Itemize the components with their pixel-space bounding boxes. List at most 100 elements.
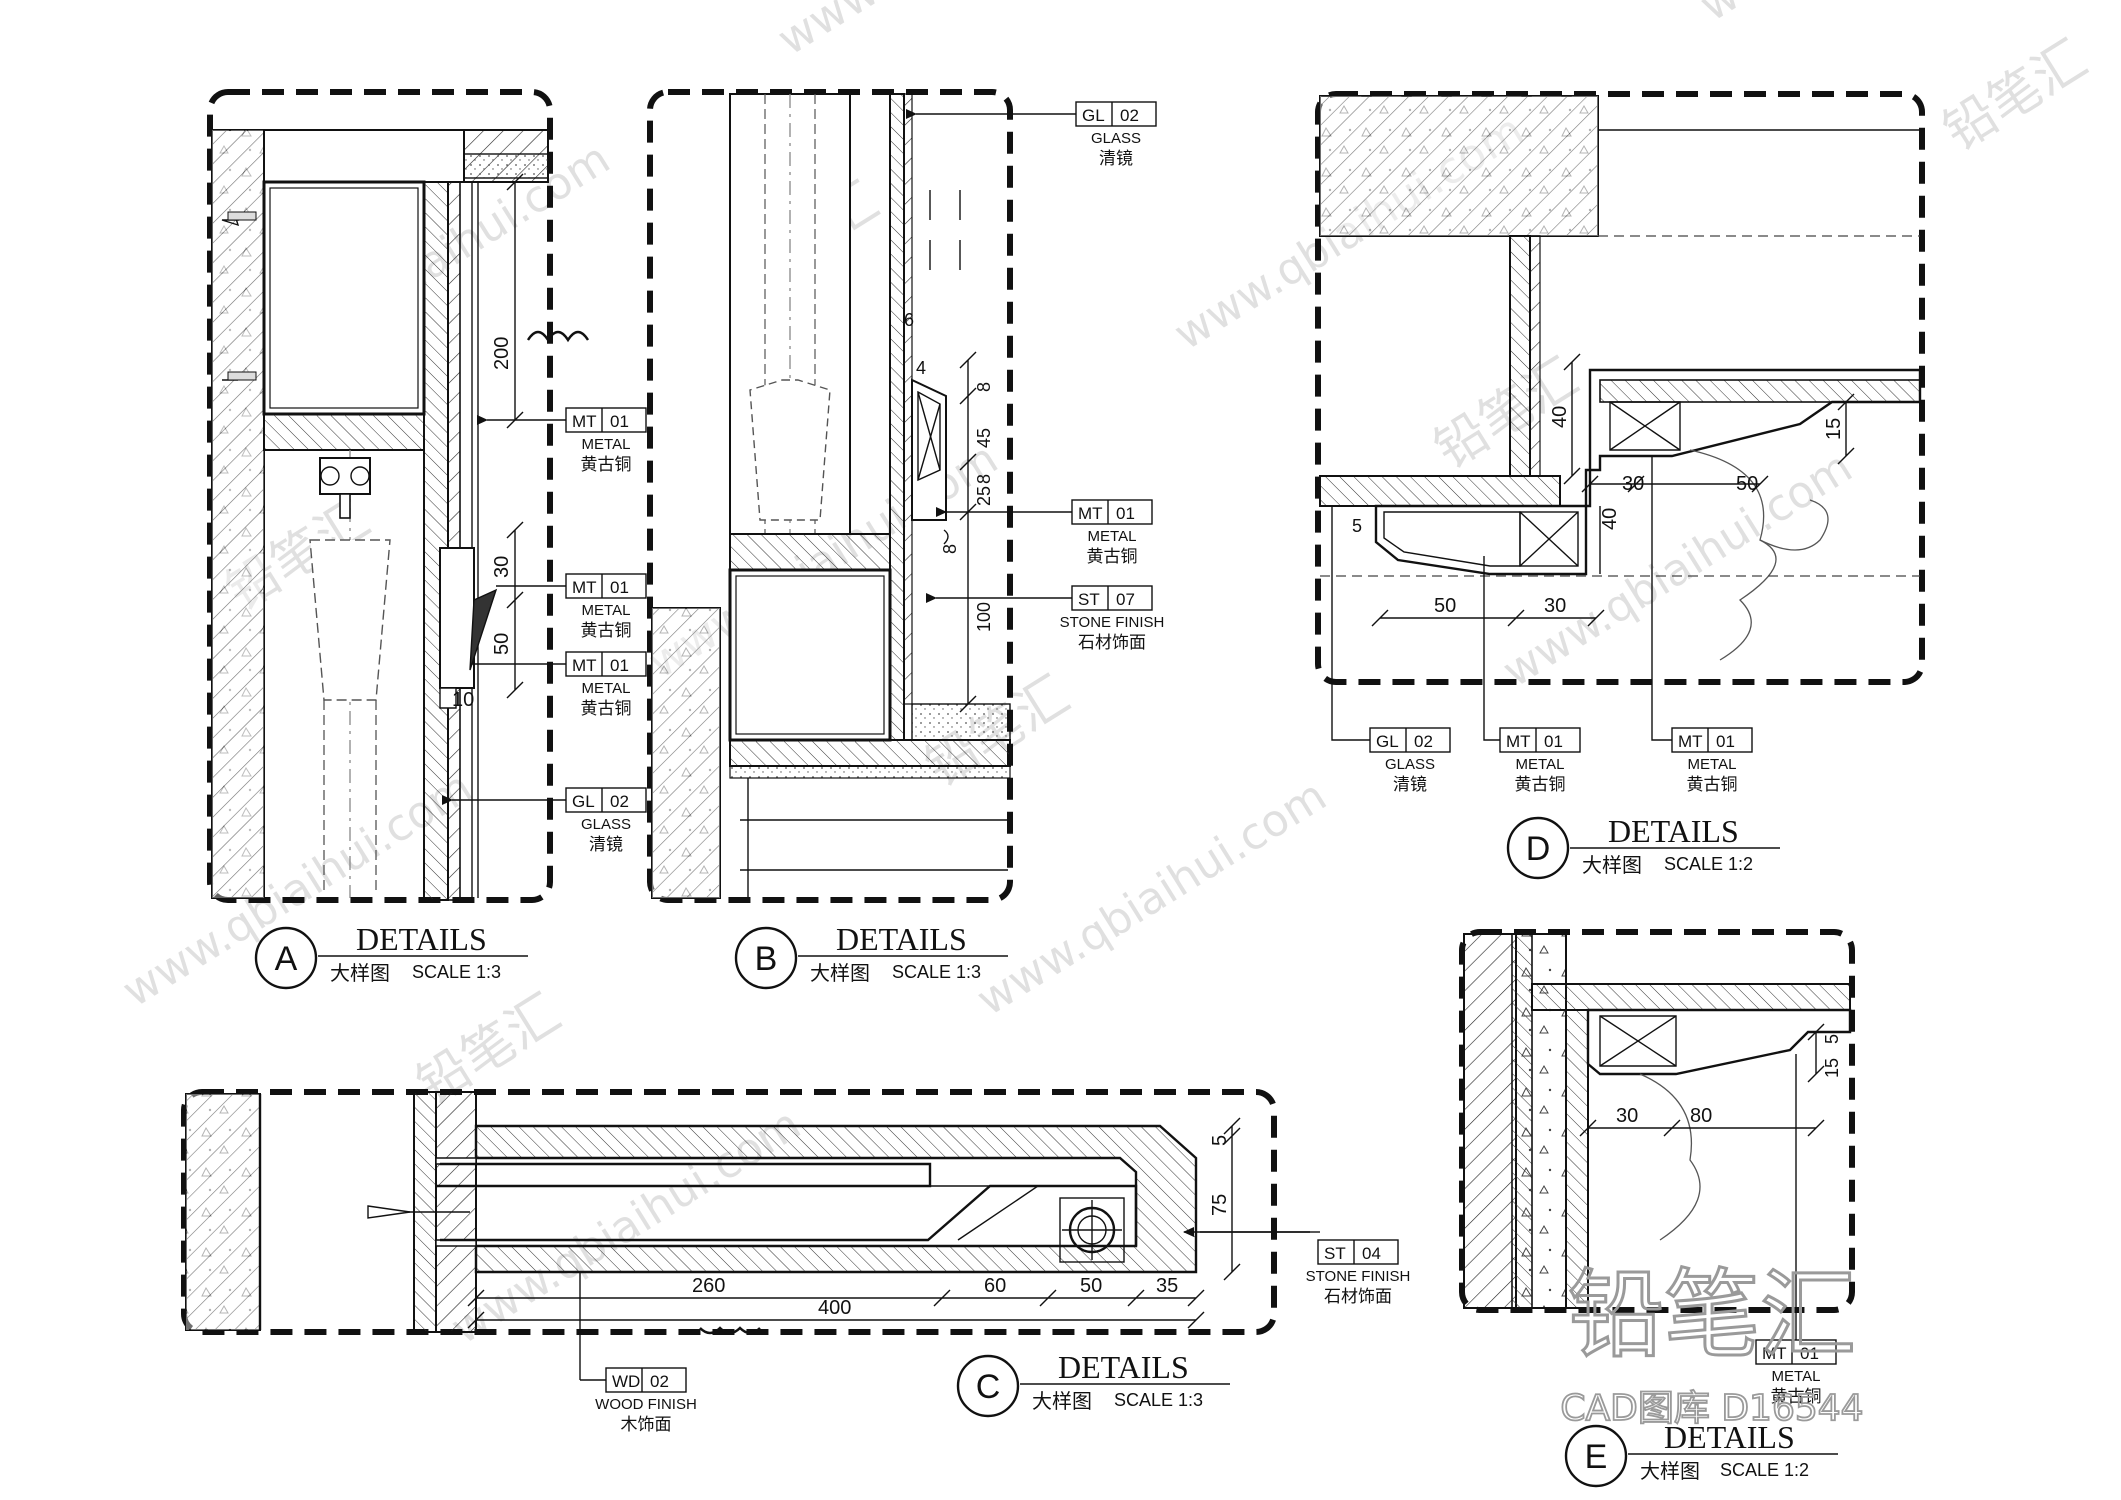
detail-title: DETAILS (1664, 1419, 1795, 1455)
dim-b-100: 100 (974, 602, 994, 632)
tag-en: METAL (1088, 528, 1137, 545)
tag-cn: 木饰面 (621, 1415, 672, 1434)
tag-code: WD (612, 1372, 640, 1391)
tag-en: STONE FINISH (1060, 614, 1165, 631)
tag-code: MT (1078, 504, 1103, 523)
dim-a-30: 30 (491, 556, 513, 578)
dim-d-50b: 50 (1434, 595, 1456, 617)
detail-subtitle: 大样图 (1032, 1390, 1092, 1413)
title-block-d: D DETAILS 大样图 SCALE 1:2 (1506, 813, 1780, 880)
dim-b-8c: 8 (940, 544, 960, 554)
tag-b-st07: ST 07 STONE FINISH 石材饰面 (926, 585, 1165, 652)
dim-b-45: 45 (974, 428, 994, 448)
tag-cn: 黄古铜 (1087, 547, 1138, 566)
tag-en: STONE FINISH (1306, 1268, 1411, 1285)
tag-cn: 清镜 (1393, 775, 1427, 794)
dim-a-10: 10 (452, 689, 474, 711)
tag-cn: 石材饰面 (1078, 633, 1146, 652)
detail-letter: A (275, 940, 298, 978)
detail-letter: D (1526, 830, 1551, 868)
detail-title: DETAILS (1608, 813, 1739, 849)
detail-letter: E (1585, 1438, 1608, 1476)
dim-b-4: 4 (916, 358, 926, 378)
dim-c-400: 400 (818, 1297, 851, 1319)
detail-subtitle: 大样图 (1640, 1460, 1700, 1483)
detail-scale: SCALE 1:3 (892, 962, 981, 982)
footer-code: CAD图库 D16544 (1560, 1388, 1863, 1429)
tag-cn: 石材饰面 (1324, 1287, 1392, 1306)
detail-subtitle: 大样图 (1582, 854, 1642, 877)
tag-code: MT (1762, 1344, 1787, 1363)
dim-c-60: 60 (984, 1275, 1006, 1297)
detail-title: DETAILS (356, 921, 487, 957)
dim-b-25: 25 (974, 486, 994, 506)
dim-b-8b: 8 (974, 474, 994, 484)
tag-en: METAL (1772, 1368, 1821, 1385)
tag-number: 01 (1800, 1344, 1819, 1363)
dim-d-50a: 50 (1736, 473, 1758, 495)
tag-number: 07 (1116, 590, 1135, 609)
watermark-domain: www.qbiaihui.com (968, 770, 1335, 1026)
tag-a-mt01-3: MT 01 METAL 黄古铜 (470, 651, 647, 718)
tag-en: GLASS (1091, 130, 1141, 147)
title-block-b: B DETAILS 大样图 SCALE 1:3 (734, 921, 1008, 990)
tag-a-gl02: GL 02 GLASS 清镜 (442, 787, 647, 854)
tag-en: METAL (1516, 756, 1565, 773)
title-block-c: C DETAILS 大样图 SCALE 1:3 (956, 1349, 1230, 1418)
dim-e-80: 80 (1690, 1105, 1712, 1127)
watermark-domain: www.qbiaihui.com (1691, 0, 2058, 32)
title-block-e: E DETAILS 大样图 SCALE 1:2 (1564, 1419, 1838, 1488)
dim-b-8a: 8 (974, 382, 994, 392)
tag-cn: 黄古铜 (581, 455, 632, 474)
dim-d-15: 15 (1823, 418, 1845, 440)
dim-c-75: 75 (1209, 1194, 1231, 1216)
tag-d-mt01-2: MT 01 METAL 黄古铜 (1651, 456, 1753, 794)
tag-number: 02 (650, 1372, 669, 1391)
dim-c-260: 260 (692, 1275, 725, 1297)
footer-logo: 铅笔汇 (1568, 1259, 1856, 1371)
tag-e-mt01: MT 01 METAL 黄古铜 (1755, 1054, 1837, 1406)
tag-b-gl02: GL 02 GLASS 清镜 (906, 101, 1157, 168)
tag-cn: 黄古铜 (1515, 775, 1566, 794)
tag-en: METAL (582, 680, 631, 697)
tag-code: ST (1078, 590, 1100, 609)
tag-en: METAL (582, 602, 631, 619)
detail-scale: SCALE 1:2 (1720, 1460, 1809, 1480)
tag-en: GLASS (581, 816, 631, 833)
footer-watermark: 铅笔汇 CAD图库 D16544 (1560, 1258, 1865, 1430)
detail-subtitle: 大样图 (330, 962, 390, 985)
tag-c-wd02: WD 02 WOOD FINISH 木饰面 (580, 1367, 697, 1434)
detail-e-drawing (1459, 929, 1855, 1313)
tag-code: MT (1506, 732, 1531, 751)
dim-c-35: 35 (1156, 1275, 1178, 1297)
tag-number: 01 (610, 578, 629, 597)
watermark-brand: 铅笔汇 (1933, 29, 2097, 163)
tag-a-mt01-2: MT 01 METAL 黄古铜 (496, 573, 647, 640)
dim-d-40a: 40 (1549, 406, 1571, 428)
tag-cn: 清镜 (589, 835, 623, 854)
dim-b-6: 6 (904, 310, 914, 330)
dim-a-50: 50 (491, 633, 513, 655)
detail-title: DETAILS (1058, 1349, 1189, 1385)
dim-e-5: 5 (1822, 1034, 1842, 1044)
tag-en: GLASS (1385, 756, 1435, 773)
tag-code: GL (1376, 732, 1399, 751)
tag-number: 01 (1716, 732, 1735, 751)
tag-number: 04 (1362, 1244, 1381, 1263)
detail-scale: SCALE 1:2 (1664, 854, 1753, 874)
tag-d-gl02: GL 02 GLASS 清镜 (1331, 506, 1451, 794)
detail-letter: B (755, 940, 778, 978)
dim-c-50: 50 (1080, 1275, 1102, 1297)
detail-title: DETAILS (836, 921, 967, 957)
tag-code: MT (572, 578, 597, 597)
detail-a-drawing (207, 89, 590, 903)
tag-c-st04: ST 04 STONE FINISH 石材饰面 (1183, 1227, 1411, 1306)
detail-subtitle: 大样图 (810, 962, 870, 985)
dim-a-200: 200 (491, 337, 513, 370)
tag-number: 01 (1544, 732, 1563, 751)
tag-number: 02 (610, 792, 629, 811)
tag-en: METAL (582, 436, 631, 453)
tag-en: WOOD FINISH (595, 1396, 697, 1413)
tag-number: 02 (1120, 106, 1139, 125)
tag-code: GL (1082, 106, 1105, 125)
